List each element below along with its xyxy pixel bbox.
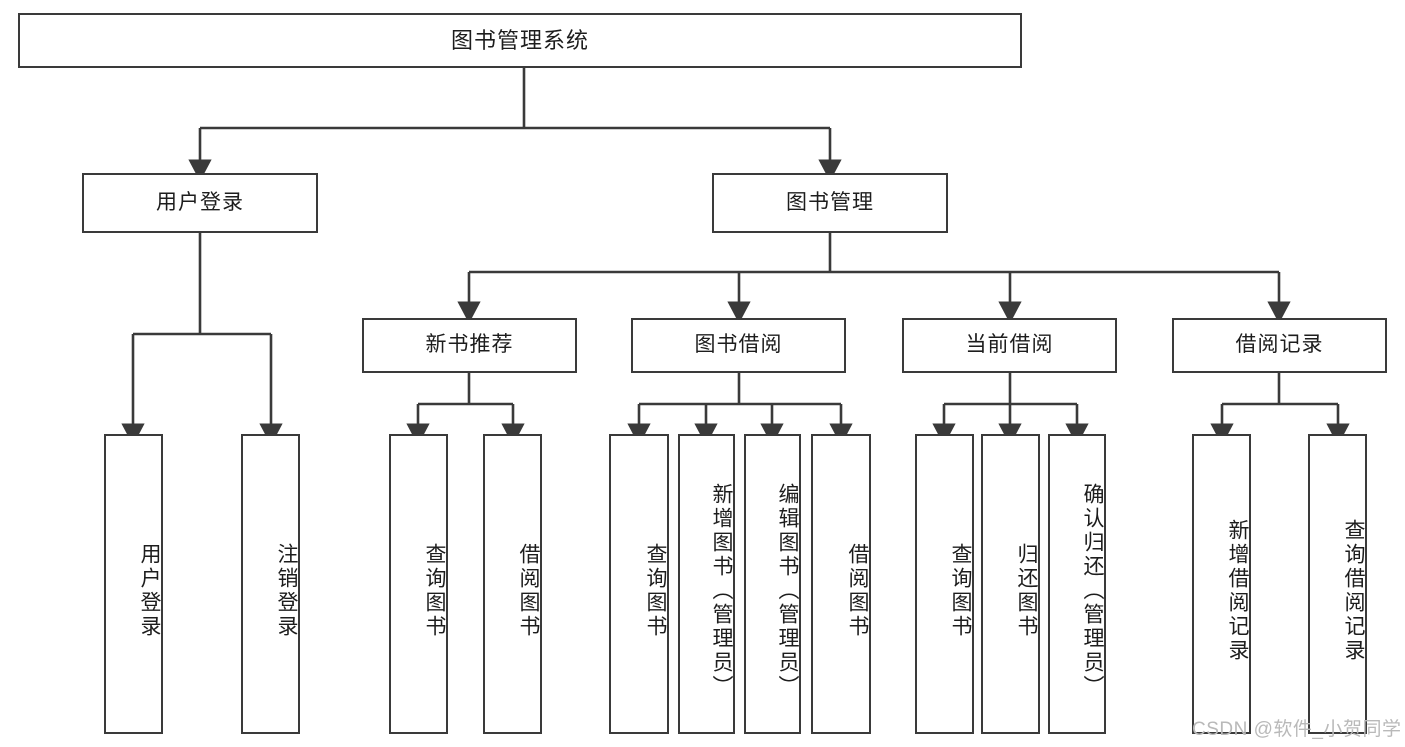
leaf-borrow-book-recommend[interactable]: 借阅图书 [483, 434, 542, 734]
leaf-user-login[interactable]: 用户登录 [104, 434, 163, 734]
node-label: 新增图书（管理员） [710, 483, 733, 699]
node-label: 图书借阅 [694, 333, 783, 357]
leaf-confirm-return-admin[interactable]: 确认归还（管理员） [1048, 434, 1106, 734]
node-current-borrow[interactable]: 当前借阅 [902, 318, 1117, 373]
node-borrow-record[interactable]: 借阅记录 [1172, 318, 1387, 373]
node-label: 新书推荐 [425, 333, 514, 357]
leaf-borrow-book[interactable]: 借阅图书 [811, 434, 871, 734]
node-label: 编辑图书（管理员） [776, 483, 799, 699]
node-label: 查询图书 [423, 543, 446, 639]
node-label: 查询借阅记录 [1342, 519, 1365, 663]
node-label: 确认归还（管理员） [1081, 483, 1104, 699]
leaf-add-borrow-record[interactable]: 新增借阅记录 [1192, 434, 1251, 734]
leaf-query-book-borrow[interactable]: 查询图书 [609, 434, 669, 734]
leaf-query-book-recommend[interactable]: 查询图书 [389, 434, 448, 734]
node-label: 注销登录 [275, 543, 298, 639]
node-book-borrow[interactable]: 图书借阅 [631, 318, 846, 373]
node-label: 图书管理 [786, 190, 874, 214]
node-label: 借阅图书 [517, 543, 540, 639]
leaf-query-book-current[interactable]: 查询图书 [915, 434, 974, 734]
node-label: 归还图书 [1015, 543, 1038, 639]
node-label: 查询图书 [644, 543, 667, 639]
leaf-query-borrow-record[interactable]: 查询借阅记录 [1308, 434, 1367, 734]
node-root-book-management-system[interactable]: 图书管理系统 [18, 13, 1022, 68]
csdn-watermark: CSDN @软件_小贺同学 [1192, 719, 1402, 740]
node-label: 借阅记录 [1235, 333, 1324, 357]
node-new-book-recommend[interactable]: 新书推荐 [362, 318, 577, 373]
node-book-management[interactable]: 图书管理 [712, 173, 948, 233]
node-label: 借阅图书 [846, 543, 869, 639]
leaf-return-book[interactable]: 归还图书 [981, 434, 1040, 734]
node-user-login[interactable]: 用户登录 [82, 173, 318, 233]
node-label: 查询图书 [949, 543, 972, 639]
node-label: 图书管理系统 [450, 27, 589, 53]
leaf-edit-book-admin[interactable]: 编辑图书（管理员） [744, 434, 801, 734]
leaf-add-book-admin[interactable]: 新增图书（管理员） [678, 434, 735, 734]
leaf-logout[interactable]: 注销登录 [241, 434, 300, 734]
node-label: 当前借阅 [965, 333, 1054, 357]
node-label: 用户登录 [156, 190, 244, 214]
node-label: 用户登录 [138, 543, 161, 639]
node-label: 新增借阅记录 [1226, 519, 1249, 663]
